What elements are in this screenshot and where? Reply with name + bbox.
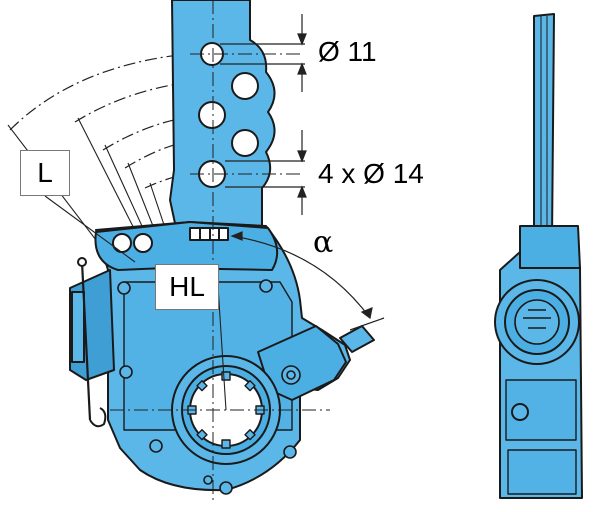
hole-d14-3 xyxy=(231,129,259,157)
hole-d14-1 xyxy=(231,72,259,100)
pivot-right xyxy=(133,233,153,253)
bpw-logo-icon xyxy=(514,299,560,345)
dimension-d14 xyxy=(225,130,307,215)
dimension-d11 xyxy=(220,14,307,92)
side-lever xyxy=(533,13,555,241)
centre-lines xyxy=(110,0,330,500)
bolts xyxy=(117,279,301,495)
hole-distance-label: HL xyxy=(155,264,219,310)
pivot-left xyxy=(112,233,132,253)
lever-holes xyxy=(198,42,259,188)
slack-adjuster-body-side xyxy=(494,13,583,499)
leader-lines xyxy=(44,195,227,411)
small-hole-dimension: Ø 11 xyxy=(318,36,377,67)
large-holes-dimension: 4 x Ø 14 xyxy=(318,158,424,189)
lever-length-label: L xyxy=(20,150,70,196)
angle-alpha-indicator xyxy=(230,231,385,331)
side-bolt xyxy=(511,403,529,421)
locking-pin xyxy=(80,261,92,421)
adjuster-hex xyxy=(339,325,375,353)
angle-dimension: α xyxy=(313,225,334,260)
hole-d14-2 xyxy=(198,101,226,129)
